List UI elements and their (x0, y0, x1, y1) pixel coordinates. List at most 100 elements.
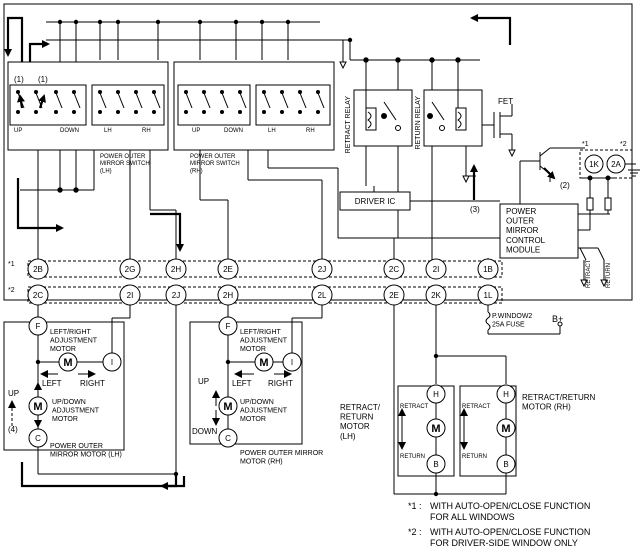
lh-c-label: C (35, 434, 41, 443)
note2-mark: *2 : (408, 527, 422, 537)
flow-arrow-top-mid (28, 40, 50, 62)
connector-1k (584, 154, 604, 174)
note1-mark: *1 : (408, 501, 422, 511)
rh-switch-rh-label: RH (306, 128, 315, 134)
conn-r2-0: 2C (33, 291, 43, 300)
rh-i-label: I (291, 358, 293, 367)
bplus-label: B+ (552, 314, 563, 324)
connector-1k-label: 1K (589, 160, 599, 169)
lh-lr-motor-m: M (63, 357, 72, 369)
conn-r2-7: 1L (484, 291, 493, 300)
module-right-circuit (578, 175, 615, 288)
lh-up-label: UP (8, 389, 19, 398)
lh-i-label: I (111, 358, 113, 367)
mirror-motor-lh (3, 305, 131, 451)
top-bus (46, 19, 353, 190)
retract-relay-label: RETRACT RELAY (345, 96, 352, 154)
flow-arrow-mid-down (150, 212, 184, 252)
module-to-connectors (393, 238, 489, 259)
fet (482, 104, 516, 158)
flow-arrow-top-right (470, 14, 512, 45)
lh-f-label: F (36, 322, 41, 331)
rh-retract-label: RETRACT (462, 404, 491, 410)
flow-arrow-left-down (16, 178, 64, 232)
conn-r1-4: 2J (318, 265, 326, 274)
lh-return-label: RETURN (400, 454, 425, 460)
conn-r2-4: 2L (318, 291, 327, 300)
star1-row: *1 (8, 261, 15, 268)
return-relay (423, 60, 483, 268)
lh-retract-b: B (433, 460, 438, 469)
marker-1b: (1) (38, 75, 48, 84)
conn-r2-6: 2K (431, 291, 441, 300)
lh-right-label: RIGHT (80, 379, 105, 388)
rh-retract-b: B (503, 460, 508, 469)
mirror-switch-rh: UP DOWN LH RH (173, 61, 335, 151)
lh-switch-down-label: DOWN (60, 128, 79, 134)
rh-retract-h: H (503, 390, 509, 399)
marker-3: (3) (470, 205, 480, 214)
conn-r1-0: 2B (33, 265, 43, 274)
rh-ud-motor-m: M (223, 401, 232, 413)
conn-r1-7: 1B (483, 265, 493, 274)
switch-wiring (20, 150, 560, 268)
rh-left-label: LEFT (232, 379, 252, 388)
return-relay-label: RETURN RELAY (415, 96, 422, 150)
retract-return-motors (393, 305, 517, 497)
flow-arrow-bottom-mid (160, 476, 186, 490)
rh-switch-up-label: UP (192, 128, 200, 134)
connector-row-1: 2B 2G 2H 2E 2J 2C 2I 1B (27, 258, 499, 280)
marker-4: (4) (8, 425, 18, 434)
rh-c-label: C (225, 434, 231, 443)
rh-right-label: RIGHT (268, 379, 293, 388)
lh-left-label: LEFT (42, 379, 62, 388)
rh-down-label: DOWN (192, 427, 218, 436)
mirror-switch-lh: (1) (1) UP DOWN LH RH (7, 61, 169, 151)
marker-2: (2) (560, 181, 570, 190)
control-module-box (499, 203, 579, 259)
conn-r2-1: 2I (127, 291, 134, 300)
conn-r2-5: 2E (389, 291, 399, 300)
conn-r1-6: 2I (433, 265, 440, 274)
switch-retract-label: RETRACT (586, 259, 592, 288)
connector-2a-label: 2A (611, 160, 621, 169)
retract-relay (353, 60, 413, 238)
lh-ud-motor-m: M (33, 401, 42, 413)
star2-row: *2 (8, 287, 15, 294)
rh-f-label: F (226, 322, 231, 331)
fet-label: FET (498, 97, 513, 106)
connector-row-2: 2C 2I 2J 2H 2L 2E 2K 1L (27, 284, 499, 306)
lh-switch-up-label: UP (14, 128, 22, 134)
lh-retract-label: RETRACT (400, 404, 429, 410)
lh-switch-lh-label: LH (104, 128, 112, 134)
star2-top: *2 (620, 141, 627, 148)
lh-retract-m: M (431, 423, 440, 435)
lh-retract-h: H (433, 390, 439, 399)
conn-r1-1: 2G (125, 265, 136, 274)
conn-r1-3: 2E (223, 265, 233, 274)
conn-r2-2: 2J (172, 291, 180, 300)
conn-r1-2: 2H (171, 265, 181, 274)
flow-arrow-top-left (4, 16, 24, 70)
fuse (485, 305, 563, 335)
rh-lr-motor-m: M (259, 357, 268, 369)
driver-ic-label: DRIVER IC (355, 197, 396, 206)
rh-retract-m: M (501, 423, 510, 435)
marker-1a: (1) (14, 75, 24, 84)
star1-top: *1 (582, 141, 589, 148)
flow-arrow-2 (543, 167, 556, 180)
